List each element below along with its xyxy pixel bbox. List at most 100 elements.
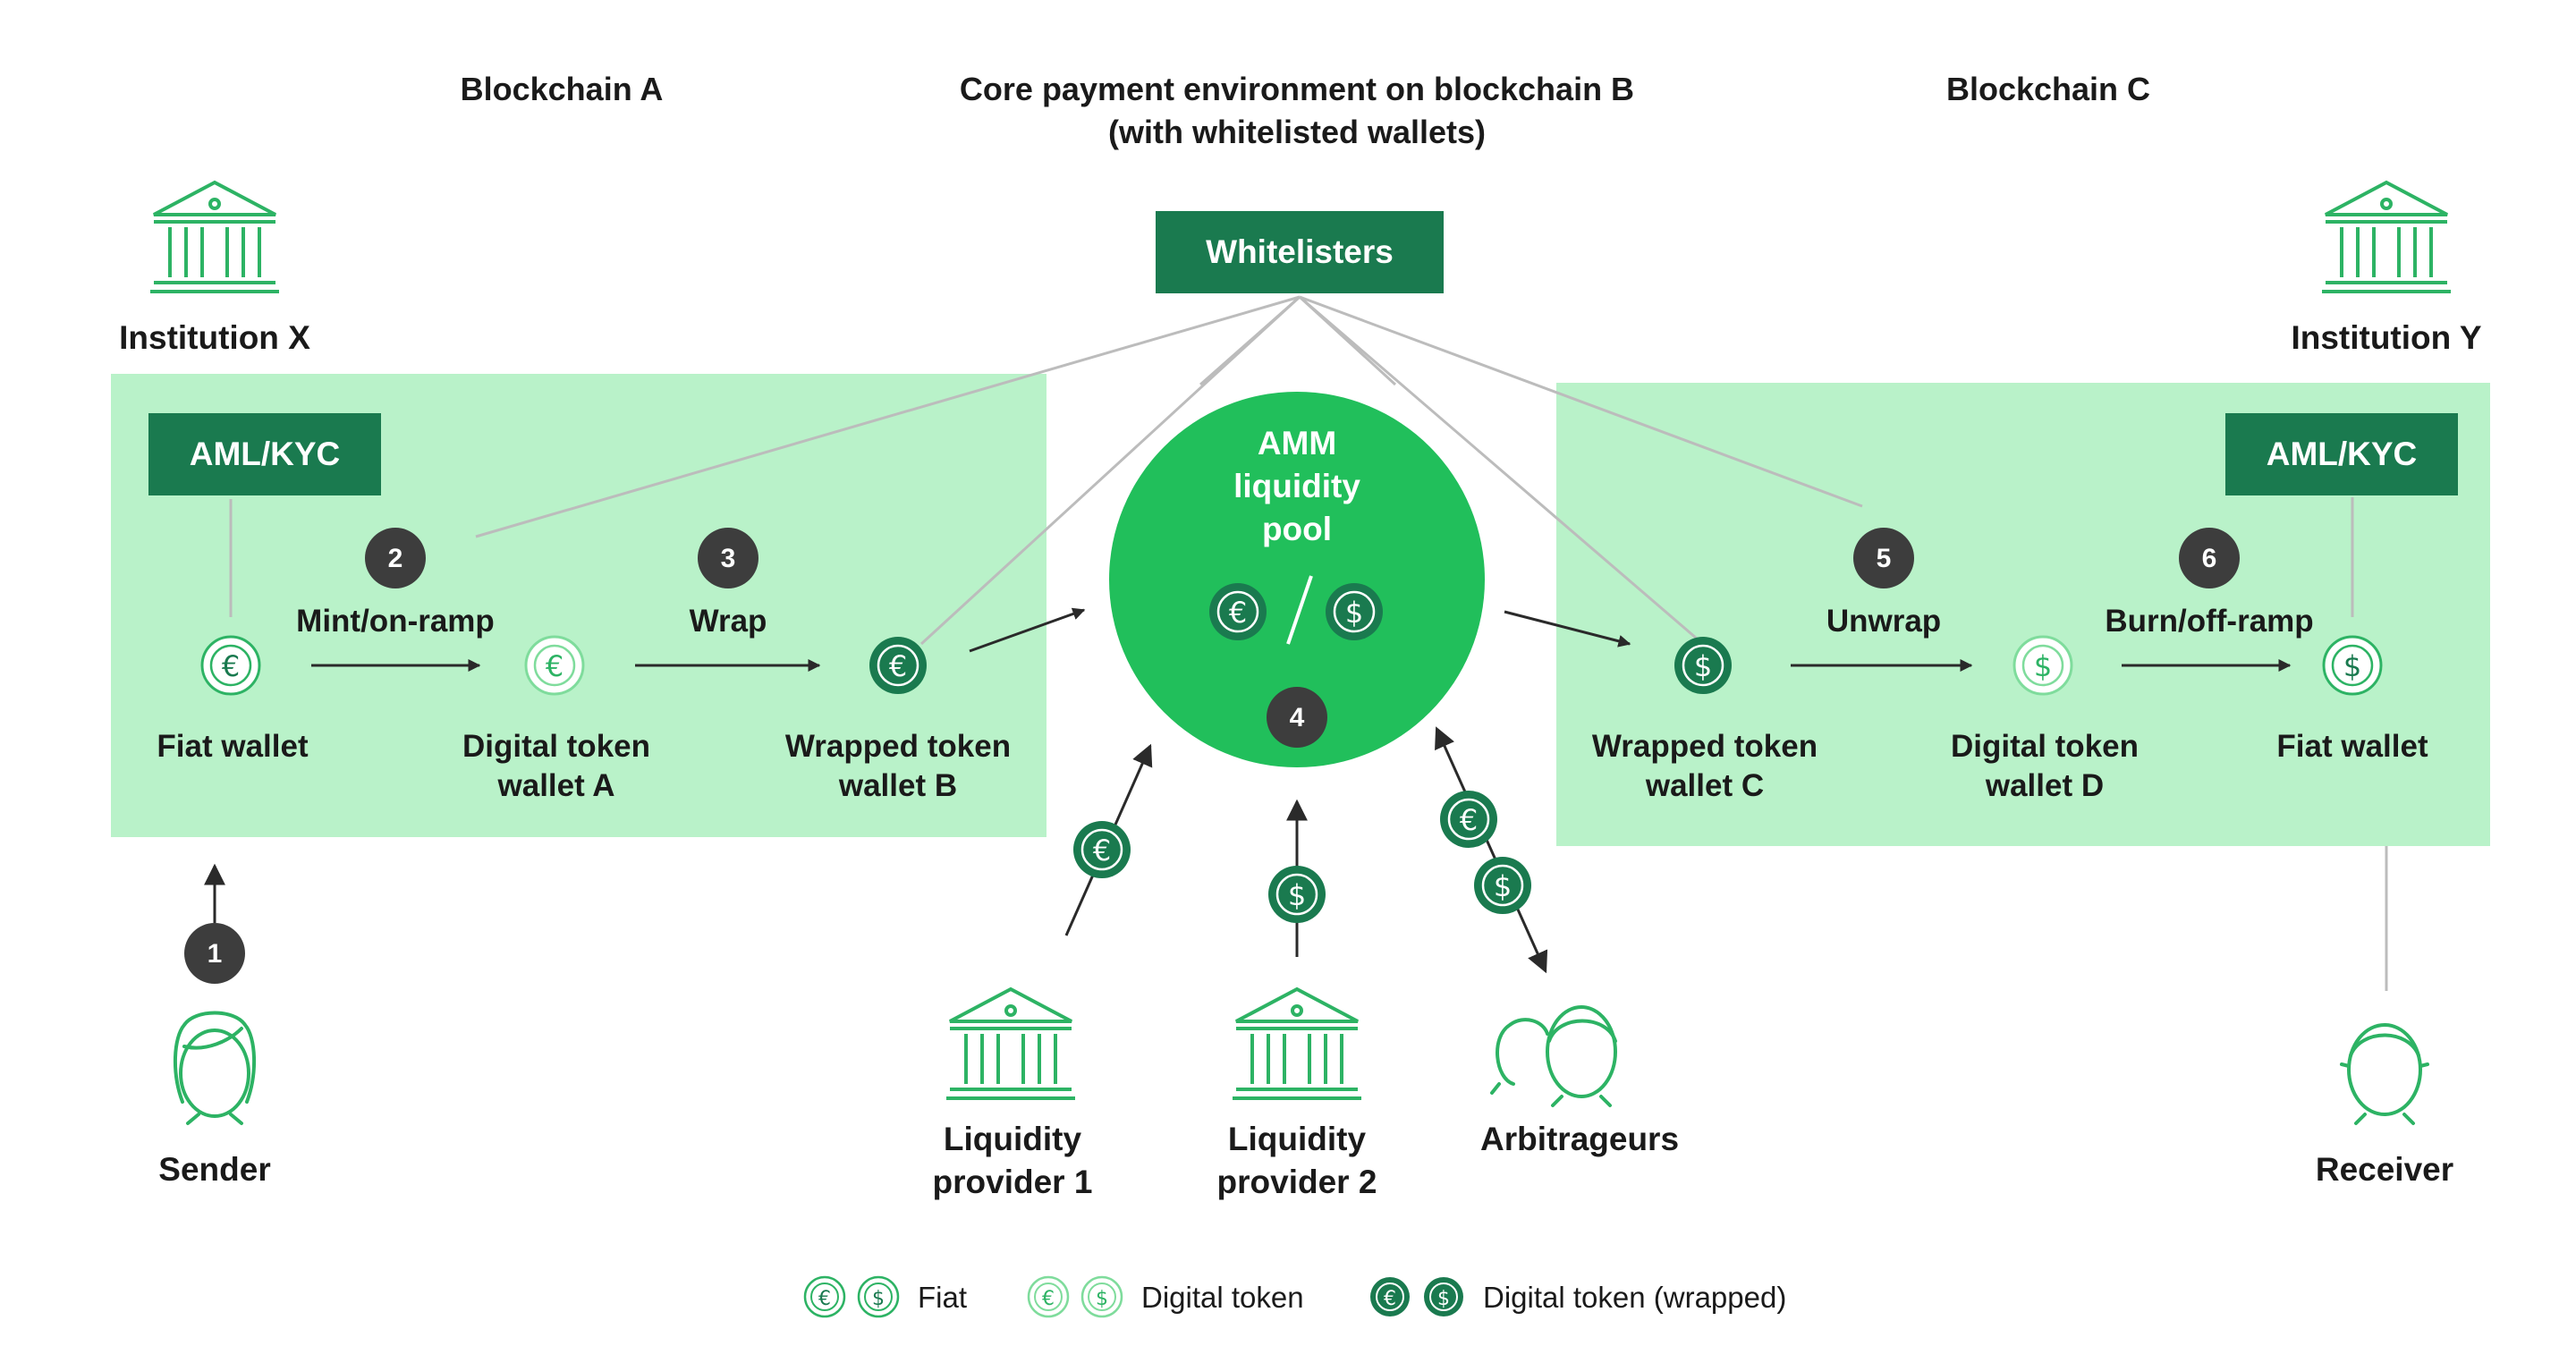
wallet-label-digital-a-1: Digital token (462, 729, 650, 764)
dollar-wrapped-icon: $ (1474, 857, 1531, 914)
pool-label-line3: pool (1262, 511, 1332, 547)
svg-text:$: $ (2034, 649, 2052, 683)
lp1-label-line1: Liquidity (944, 1121, 1082, 1157)
wallet-label-digital-d-2: wallet D (1985, 768, 2104, 803)
step-badge-2 (365, 528, 426, 588)
svg-text:€: € (818, 1288, 831, 1310)
aml-kyc-box-c (2225, 413, 2458, 495)
wallet-label-wrapped-c-2: wallet C (1645, 768, 1764, 803)
lp2-label-line2: provider 2 (1217, 1164, 1377, 1200)
dollar-digital-icon: $ (2012, 635, 2073, 696)
step-number-6: 6 (2202, 544, 2217, 573)
wallet-label-wrapped-b-2: wallet B (838, 768, 957, 803)
dollar-fiat-icon: $ (2322, 635, 2383, 696)
euro-wrapped-icon: € (1440, 791, 1497, 848)
institution-y-label: Institution Y (2291, 319, 2481, 356)
wallet-label-fiat-c: Fiat wallet (2276, 729, 2428, 764)
lp2-label-line1: Liquidity (1228, 1121, 1367, 1157)
svg-text:€: € (546, 649, 564, 683)
bank-icon (1233, 986, 1361, 1100)
whitelisters-box (1156, 211, 1444, 293)
step-number-3: 3 (721, 544, 736, 573)
step-badge-6 (2179, 528, 2240, 588)
legend-fiat-label: Fiat (918, 1281, 967, 1314)
sender-label: Sender (158, 1151, 270, 1188)
step-label-wrap: Wrap (690, 604, 767, 639)
svg-text:€: € (222, 649, 240, 683)
svg-text:€: € (1093, 834, 1111, 868)
svg-text:€: € (1384, 1288, 1396, 1310)
step-badge-5 (1853, 528, 1914, 588)
dollar-wrapped-icon: $ (1326, 583, 1383, 640)
institution-x-label: Institution X (119, 319, 310, 356)
aml-kyc-label-c: AML/KYC (2267, 436, 2418, 472)
svg-text:$: $ (1288, 878, 1306, 912)
bank-icon (150, 180, 279, 293)
svg-text:$: $ (1694, 649, 1712, 683)
step-label-burn: Burn/off-ramp (2105, 604, 2313, 639)
pool-divider (1286, 575, 1313, 645)
euro-digital-icon: € (1027, 1275, 1070, 1318)
step-badge-3 (698, 528, 758, 588)
sender-person-icon (174, 1011, 256, 1125)
svg-text:€: € (889, 649, 907, 683)
bank-icon (2322, 180, 2451, 293)
legend-digital-label: Digital token (1141, 1281, 1304, 1314)
wallet-label-fiat-a: Fiat wallet (157, 729, 309, 764)
euro-fiat-icon: € (200, 635, 261, 696)
header-blockchain-c: Blockchain C (1946, 71, 2150, 107)
arbitrageurs-label: Arbitrageurs (1480, 1121, 1679, 1157)
step-badge-1 (184, 923, 245, 984)
lp1-label-line2: provider 1 (933, 1164, 1093, 1200)
svg-text:€: € (1460, 803, 1478, 837)
euro-fiat-icon: € (803, 1275, 846, 1318)
svg-text:$: $ (1096, 1288, 1108, 1310)
euro-wrapped-icon: € (1073, 821, 1131, 878)
header-blockchain-a: Blockchain A (461, 71, 664, 107)
arrow-from-pool (1504, 610, 1631, 648)
step-number-5: 5 (1877, 544, 1892, 573)
step-label-unwrap: Unwrap (1826, 604, 1941, 639)
dollar-wrapped-icon: $ (1424, 1277, 1463, 1316)
step-number-4: 4 (1290, 703, 1305, 732)
amm-pool-circle (1109, 392, 1485, 767)
svg-text:$: $ (1345, 596, 1363, 630)
pool-label-line1: AMM (1258, 425, 1336, 461)
whitelister-lines (229, 295, 2388, 991)
whitelisters-label: Whitelisters (1206, 233, 1394, 270)
header-core-line1: Core payment environment on blockchain B (960, 71, 1634, 107)
svg-text:€: € (1042, 1288, 1055, 1310)
euro-wrapped-icon: € (869, 637, 927, 694)
dollar-digital-icon: $ (1080, 1275, 1123, 1318)
step-number-1: 1 (208, 939, 223, 969)
svg-text:$: $ (872, 1288, 885, 1310)
svg-text:$: $ (1494, 869, 1512, 903)
dollar-wrapped-icon: $ (1674, 637, 1732, 694)
wallet-label-digital-d-1: Digital token (1951, 729, 2139, 764)
wallet-label-wrapped-c-1: Wrapped token (1592, 729, 1818, 764)
euro-wrapped-icon: € (1209, 583, 1267, 640)
svg-text:$: $ (2343, 649, 2361, 683)
dollar-wrapped-icon: $ (1268, 866, 1326, 923)
receiver-label: Receiver (2316, 1151, 2453, 1188)
arrow-arbitrageurs (1435, 726, 1548, 974)
euro-wrapped-icon: € (1370, 1277, 1410, 1316)
arrow-to-pool (969, 607, 1086, 653)
wallet-label-wrapped-b-1: Wrapped token (785, 729, 1011, 764)
bank-icon (946, 986, 1075, 1100)
pool-label-line2: liquidity (1233, 468, 1360, 504)
step-number-2: 2 (388, 544, 403, 573)
euro-digital-icon: € (524, 635, 585, 696)
legend: € $ Fiat € $ Digital token € $ Digital t… (803, 1275, 1786, 1318)
header-core-line2: (with whitelisted wallets) (1108, 114, 1486, 150)
wallet-label-digital-a-2: wallet A (497, 768, 615, 803)
svg-text:$: $ (1437, 1288, 1450, 1310)
aml-kyc-box-a (148, 413, 381, 495)
dollar-fiat-icon: $ (857, 1275, 900, 1318)
aml-kyc-label-a: AML/KYC (190, 436, 341, 472)
step-badge-4 (1267, 687, 1327, 748)
receiver-person-icon (2340, 1023, 2429, 1125)
arbitrageurs-people-icon (1490, 1005, 1617, 1107)
step-label-mint: Mint/on-ramp (296, 604, 495, 639)
legend-wrapped-label: Digital token (wrapped) (1483, 1281, 1786, 1314)
